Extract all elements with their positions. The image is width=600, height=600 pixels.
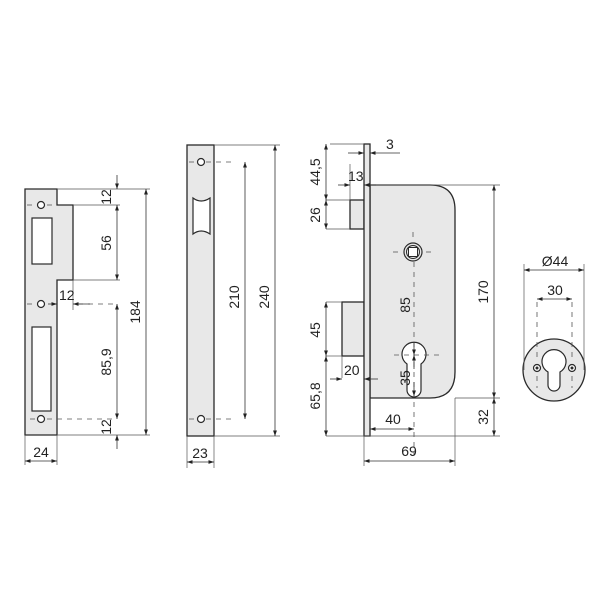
dim-strike-hole-span: 85,9 [98,348,114,375]
deadbolt [341,301,365,357]
dim-spindle-to-cylinder: 85 [397,297,413,313]
dim-latch-projection: 13 [348,168,364,184]
dim-faceplate-thickness: 3 [386,136,394,152]
dim-bottom-offset: 32 [475,409,491,425]
dim-deadbolt-height: 45 [307,322,323,338]
escutcheon-view: Ø44 30 [522,253,586,402]
latch-bolt [349,199,365,230]
faceplate-view: 210 240 23 [186,144,280,468]
dim-strike-lip-offset: 12 [59,287,75,303]
dim-strike-bottom-offset: 12 [98,419,114,435]
lock-case [369,184,456,399]
dim-body-depth: 69 [401,443,417,459]
faceplate-screw-hole-top [196,157,206,167]
dim-strike-top-offset: 12 [98,189,114,205]
dim-escutcheon-diameter: Ø44 [542,253,569,269]
cylinder-cutout [401,341,427,398]
dim-strike-width: 24 [33,444,49,460]
faceplate-screw-hole-bottom [196,414,206,424]
dim-body-height: 170 [475,280,491,304]
lock-body-view: 3 44,5 13 26 85 170 45 20 35 65,8 4 [307,136,500,466]
dim-faceplate-total-height: 240 [256,285,272,309]
dim-cylinder-height: 35 [397,370,413,386]
dim-latch-height: 26 [307,207,323,223]
escutcheon-cylinder-cutout [541,349,567,392]
strike-bolt-slot [31,326,52,412]
faceplate [186,144,215,437]
lock-faceplate [363,143,371,437]
dim-faceplate-width: 23 [192,445,208,461]
spindle-follower [403,242,423,262]
dim-bottom-to-deadbolt: 65,8 [307,382,323,409]
dim-escutcheon-screw-spacing: 30 [547,282,563,298]
dim-backset: 40 [385,411,401,427]
faceplate-latch-window [192,196,211,236]
strike-screw-hole-middle [36,299,46,309]
dim-strike-total-height: 184 [127,300,143,324]
dim-strike-notch-height: 56 [98,235,114,251]
strike-screw-hole-bottom [36,414,46,424]
strike-latch-slot [31,217,53,265]
dim-faceplate-hole-span: 210 [226,285,242,309]
strike-plate-view: 12 56 12 85,9 12 184 24 [24,175,150,465]
dim-deadbolt-projection: 20 [344,362,360,378]
strike-screw-hole-top [36,200,46,210]
dim-top-to-latch: 44,5 [307,158,323,185]
